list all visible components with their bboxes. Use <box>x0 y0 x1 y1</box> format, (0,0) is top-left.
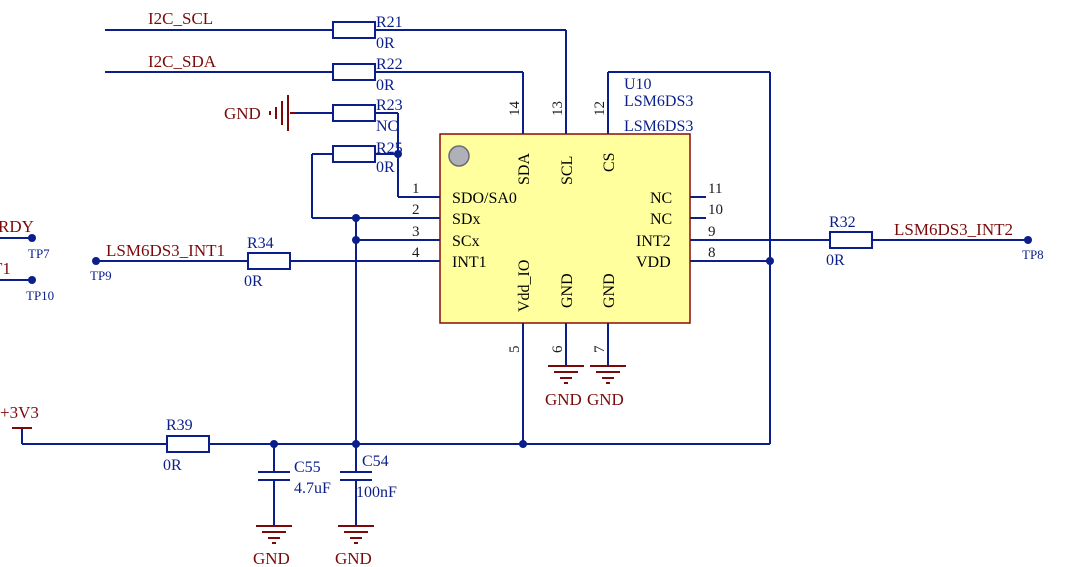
svg-text:C55: C55 <box>294 459 321 476</box>
svg-text:TP10: TP10 <box>26 288 54 303</box>
svg-text:TP8: TP8 <box>1022 247 1044 262</box>
gnd-symbol-pin6: GND <box>545 365 584 409</box>
capacitor-c54: C54 100nF <box>340 453 397 501</box>
net-label-int1: INT1 <box>0 259 11 278</box>
capacitor-c55: C55 4.7uF <box>258 459 331 497</box>
svg-text:R21: R21 <box>376 14 403 31</box>
svg-text:GND: GND <box>224 104 261 123</box>
gnd-symbol-c54: GND <box>335 525 374 567</box>
svg-text:1: 1 <box>412 181 420 197</box>
testpoint-tp7: TP7 <box>28 234 50 261</box>
net-label-lsm6ds3-int1: LSM6DS3_INT1 <box>106 241 225 260</box>
svg-text:SCx: SCx <box>452 233 480 250</box>
net-label-i2c-scl: I2C_SCL <box>148 9 213 28</box>
svg-text:R25: R25 <box>376 140 403 157</box>
svg-text:GND: GND <box>253 549 290 567</box>
testpoint-tp10: TP10 <box>26 276 54 303</box>
svg-text:7: 7 <box>592 345 608 353</box>
svg-text:SCL: SCL <box>559 156 576 185</box>
svg-text:R32: R32 <box>829 214 856 231</box>
resistor-r32: R32 0R <box>826 214 873 269</box>
chip-part: LSM6DS3 <box>624 93 693 110</box>
svg-text:Vdd_IO: Vdd_IO <box>516 260 533 312</box>
svg-text:9: 9 <box>708 224 716 240</box>
svg-text:0R: 0R <box>163 457 182 474</box>
svg-text:8: 8 <box>708 245 716 261</box>
resistor-r25: R25 0R <box>332 140 403 176</box>
svg-text:GND: GND <box>559 273 576 308</box>
svg-text:NC: NC <box>650 211 672 228</box>
svg-text:NC: NC <box>376 118 398 135</box>
svg-text:0R: 0R <box>376 35 395 52</box>
svg-text:2: 2 <box>412 202 420 218</box>
svg-text:0R: 0R <box>376 159 395 176</box>
chip-u10: U10 LSM6DS3 LSM6DS3 1 SDO/SA0 2 SDx 3 SC… <box>398 76 723 353</box>
junctions <box>270 150 774 448</box>
gnd-symbol-c55: GND <box>253 525 292 567</box>
svg-text:R34: R34 <box>247 235 274 252</box>
testpoint-tp9: TP9 <box>90 257 112 283</box>
svg-text:0R: 0R <box>244 273 263 290</box>
svg-text:12: 12 <box>592 101 608 116</box>
chip-part-comment: LSM6DS3 <box>624 118 693 135</box>
svg-text:INT1: INT1 <box>452 254 487 271</box>
wires <box>0 29 1028 526</box>
svg-text:C54: C54 <box>362 453 389 470</box>
svg-text:R22: R22 <box>376 56 403 73</box>
svg-text:SDO/SA0: SDO/SA0 <box>452 190 517 207</box>
net-label-lsm6ds3-int2: LSM6DS3_INT2 <box>894 220 1013 239</box>
gnd-symbol-r23: GND <box>224 95 296 131</box>
svg-text:4.7uF: 4.7uF <box>294 480 331 497</box>
svg-text:GND: GND <box>587 390 624 409</box>
svg-text:5: 5 <box>507 346 523 354</box>
resistor-r34: R34 0R <box>244 235 291 290</box>
testpoint-tp8: TP8 <box>1022 236 1044 262</box>
resistor-r39: R39 0R <box>163 417 210 474</box>
svg-text:VDD: VDD <box>636 254 671 271</box>
svg-text:4: 4 <box>412 245 420 261</box>
net-label-i2c-sda: I2C_SDA <box>148 52 217 71</box>
svg-text:GND: GND <box>601 273 618 308</box>
net-label-rdy: RDY <box>0 217 34 236</box>
pin1-marker-icon <box>448 145 470 167</box>
svg-text:0R: 0R <box>376 77 395 94</box>
resistor-r22: R22 0R <box>332 56 403 94</box>
svg-text:11: 11 <box>708 181 722 197</box>
svg-text:R39: R39 <box>166 417 193 434</box>
svg-text:SDA: SDA <box>516 153 533 185</box>
svg-text:GND: GND <box>545 390 582 409</box>
svg-text:6: 6 <box>550 345 566 353</box>
resistor-r21: R21 0R <box>332 14 403 52</box>
svg-text:R23: R23 <box>376 97 403 114</box>
svg-text:GND: GND <box>335 549 372 567</box>
svg-text:SDx: SDx <box>452 211 480 228</box>
chip-ref: U10 <box>624 76 652 93</box>
svg-text:+3V3: +3V3 <box>0 403 39 422</box>
resistor-r23: R23 NC <box>332 97 403 135</box>
svg-text:0R: 0R <box>826 252 845 269</box>
power-port-3v3: +3V3 <box>0 403 39 429</box>
svg-text:10: 10 <box>708 202 723 218</box>
svg-text:TP9: TP9 <box>90 268 112 283</box>
gnd-symbol-pin7: GND <box>587 365 626 409</box>
svg-text:14: 14 <box>507 101 523 117</box>
svg-text:100nF: 100nF <box>356 484 397 501</box>
svg-text:NC: NC <box>650 190 672 207</box>
svg-text:CS: CS <box>601 152 618 172</box>
svg-text:TP7: TP7 <box>28 246 50 261</box>
svg-text:13: 13 <box>550 101 566 116</box>
svg-text:3: 3 <box>412 224 420 240</box>
svg-text:INT2: INT2 <box>636 233 671 250</box>
